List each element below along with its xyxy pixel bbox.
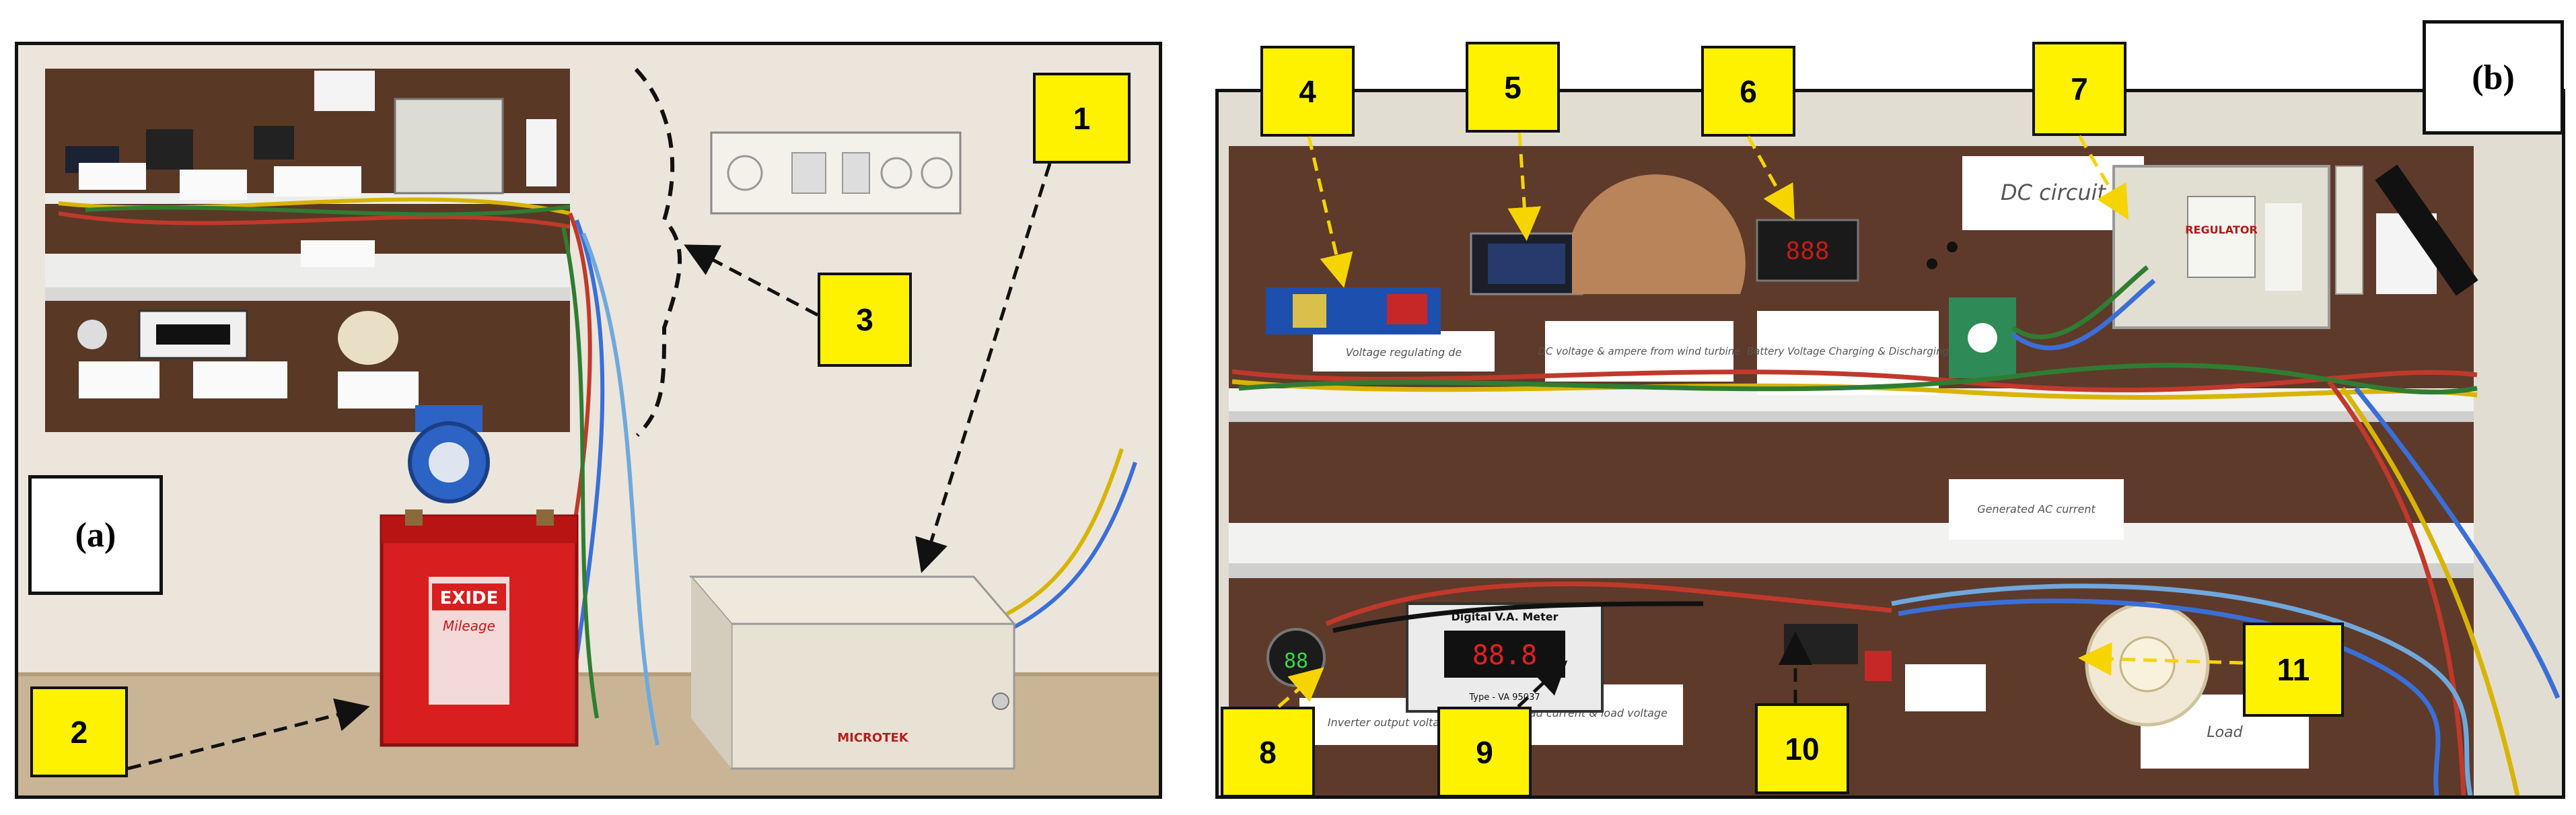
- digital-va-meter: Digital V.A. Meter 88.8 Type - VA 95037: [1406, 602, 1604, 713]
- dc-voltage-ampere-tag: DC voltage & ampere from wind turbine: [1538, 345, 1740, 357]
- va-meter-title: Digital V.A. Meter: [1451, 610, 1558, 623]
- voltage-regulator-module: [1266, 287, 1441, 334]
- wind-circuit-boundary: [634, 67, 682, 437]
- callout-3: 3: [818, 273, 912, 367]
- control-board: [45, 69, 570, 432]
- callout-4: 4: [1260, 46, 1355, 137]
- inverter-output-tag: Inverter output voltage: [1328, 716, 1453, 729]
- callout-8: 8: [1221, 707, 1315, 798]
- wiring-close-up: [1231, 265, 2561, 795]
- inverter-brand-text: MICROTEK: [837, 731, 909, 745]
- dc-circuit-tag: DC circuit: [2001, 180, 2107, 205]
- cable-drum: [408, 405, 490, 503]
- load-tag: Load: [2207, 724, 2243, 741]
- panel-b-label: (b): [2423, 20, 2564, 135]
- panel-b-photo: DC circuit Voltage regulating de DC volt…: [1215, 89, 2565, 799]
- inverter: MICROTEK: [688, 575, 1017, 770]
- panel-a-scene: EXIDE Mileage MICROTEK: [18, 45, 1159, 795]
- generated-ac-tag: Generated AC current: [1977, 503, 2096, 516]
- inverter-output-meter: 88: [1266, 628, 1326, 687]
- socket-switchboard: [710, 131, 962, 215]
- battery: EXIDE Mileage: [380, 509, 579, 747]
- va-meter-type: Type - VA 95037: [1468, 693, 1540, 703]
- mcb-switch: [1927, 242, 2016, 378]
- battery-voltage-tag: Battery Voltage Charging & Discharging: [1747, 345, 1949, 357]
- panel-b-scene: DC circuit Voltage regulating de DC volt…: [1219, 92, 2562, 795]
- dc-volt-amp-meter: [1470, 232, 1583, 295]
- battery-voltage-meter: 888: [1756, 219, 1859, 282]
- load-bulb: [2085, 602, 2210, 727]
- callout-1: 1: [1033, 73, 1131, 164]
- va-meter-display: 88.8: [1472, 640, 1537, 671]
- dc-meter-display: 888: [1785, 238, 1829, 265]
- callout-2: 2: [30, 686, 128, 777]
- small-meter-display: 88: [1284, 649, 1308, 673]
- voltage-regulating-tag: Voltage regulating de: [1346, 346, 1462, 359]
- callout-11: 11: [2243, 623, 2344, 717]
- dimmer-label-text: REGULATOR: [2185, 223, 2258, 236]
- battery-model-text: Mileage: [443, 618, 495, 634]
- callout-9: 9: [1437, 707, 1532, 798]
- battery-brand-text: EXIDE: [440, 588, 499, 608]
- callout-5: 5: [1466, 42, 1560, 133]
- callout-10: 10: [1755, 703, 1849, 794]
- semicircle-plate: [1572, 174, 1746, 294]
- ac-dimmer-regulator: REGULATOR: [2112, 164, 2478, 329]
- callout-6: 6: [1701, 46, 1795, 137]
- panel-a-label: (a): [28, 475, 163, 595]
- panel-a-photo: EXIDE Mileage MICROTEK: [15, 42, 1162, 799]
- callout-7: 7: [2032, 42, 2126, 136]
